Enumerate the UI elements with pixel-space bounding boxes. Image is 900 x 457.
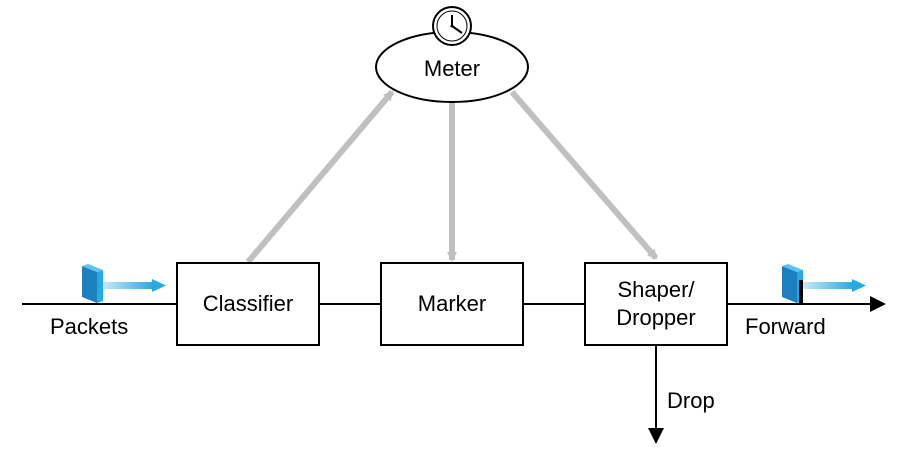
- incoming-packet-icon: [82, 264, 166, 303]
- classifier-to-meter-arrow: [245, 90, 395, 264]
- marker-box: Marker: [380, 262, 524, 346]
- forward-label: Forward: [745, 314, 826, 339]
- classifier-box: Classifier: [176, 262, 320, 346]
- shaper-label-line2: Dropper: [616, 305, 695, 330]
- shaper-dropper-box: Shaper/ Dropper: [584, 262, 728, 346]
- marker-label: Marker: [418, 291, 486, 316]
- clock-icon: [432, 6, 472, 46]
- meter-label: Meter: [424, 56, 480, 81]
- classifier-label: Classifier: [203, 291, 293, 316]
- outgoing-packet-icon: [782, 264, 866, 304]
- shaper-label-line1: Shaper/: [617, 277, 695, 302]
- meter-to-shaper-arrow: [509, 90, 659, 260]
- packets-label: Packets: [50, 314, 128, 339]
- drop-label: Drop: [667, 388, 715, 413]
